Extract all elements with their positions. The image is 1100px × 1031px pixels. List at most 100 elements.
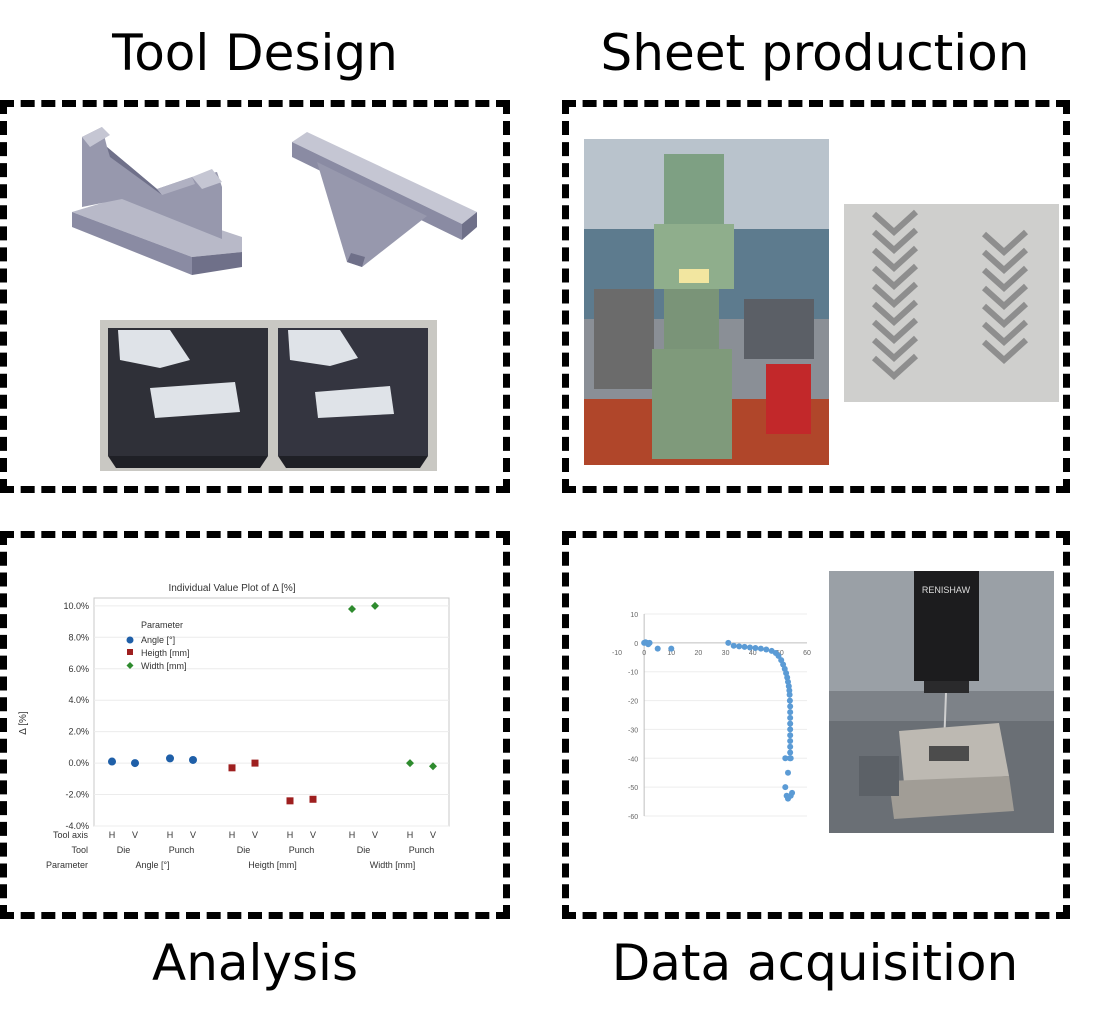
legend-marker-height xyxy=(127,649,133,655)
data-point xyxy=(775,652,782,659)
y-tick-label: 0.0% xyxy=(68,758,89,768)
analysis-panel: Individual Value Plot of Δ [%] Δ [%] 10.… xyxy=(0,531,510,919)
y-tick-label: 6.0% xyxy=(68,664,89,674)
data-point xyxy=(406,759,414,768)
row-label-tool: Tool xyxy=(71,845,88,855)
tool-axis-label: H xyxy=(349,830,356,840)
data-point xyxy=(654,645,661,652)
tool-label: Punch xyxy=(289,845,315,855)
y-tick-label: 8.0% xyxy=(68,632,89,642)
cad-punch-model-image xyxy=(292,132,477,267)
tool-axis-label: V xyxy=(190,830,196,840)
data-point xyxy=(736,643,743,650)
legend-title: Parameter xyxy=(141,620,183,630)
tool-design-title: Tool Design xyxy=(112,24,398,82)
bent-sheets-photo xyxy=(844,204,1059,402)
data-acquisition-panel: 100-10-20-30-40-50-60 -100102030405060 R… xyxy=(562,531,1070,919)
y-tick-label: 4.0% xyxy=(68,695,89,705)
data-point xyxy=(646,639,653,646)
data-point xyxy=(786,687,793,694)
data-point xyxy=(785,769,791,776)
data-point xyxy=(668,645,675,652)
data-point xyxy=(286,797,294,805)
data-point xyxy=(757,645,764,652)
tool-axis-label: V xyxy=(310,830,316,840)
legend-marker-width xyxy=(126,662,134,669)
cad-die-model-image xyxy=(72,127,242,275)
y-tick-label: -10 xyxy=(628,670,638,677)
sheet-production-title: Sheet production xyxy=(600,24,1030,82)
data-point xyxy=(730,642,737,649)
x-tick-label: 60 xyxy=(803,650,811,657)
tool-axis-label: H xyxy=(287,830,294,840)
data-point xyxy=(108,757,116,766)
tool-axis-label: V xyxy=(372,830,378,840)
data-point xyxy=(787,743,794,750)
tool-axis-label: V xyxy=(132,830,138,840)
data-point xyxy=(371,601,379,610)
y-tick-label: 2.0% xyxy=(68,727,89,737)
x-tick-label: 20 xyxy=(695,650,703,657)
data-point xyxy=(752,645,759,652)
data-point xyxy=(787,726,794,733)
y-tick-label: 0 xyxy=(634,641,638,648)
data-point xyxy=(782,755,789,762)
chart-title: Individual Value Plot of Δ [%] xyxy=(168,583,295,594)
y-tick-label: -50 xyxy=(628,785,638,792)
tool-label: Die xyxy=(357,845,371,855)
data-point xyxy=(787,737,794,744)
data-point xyxy=(725,639,732,646)
y-axis-label: Δ [%] xyxy=(18,711,29,735)
data-point xyxy=(782,784,789,791)
x-tick-label: 10 xyxy=(667,650,675,657)
y-tick-label: -30 xyxy=(628,727,638,734)
data-point xyxy=(786,691,793,698)
tool-label: Punch xyxy=(409,845,435,855)
data-point xyxy=(787,749,794,756)
tool-design-panel xyxy=(0,100,510,493)
tool-axis-label: H xyxy=(407,830,414,840)
sheet-production-panel xyxy=(562,100,1070,493)
data-point xyxy=(763,646,770,653)
data-point xyxy=(787,714,794,721)
tool-axis-label: H xyxy=(229,830,236,840)
data-point xyxy=(787,703,794,710)
data-point xyxy=(787,755,794,762)
data-point xyxy=(251,759,259,767)
legend-entry-width: Width [mm] xyxy=(141,661,187,671)
analysis-title: Analysis xyxy=(151,934,358,992)
data-point xyxy=(787,720,794,727)
profile-scatter-plot: 100-10-20-30-40-50-60 -100102030405060 xyxy=(589,606,819,831)
tool-axis-label: H xyxy=(109,830,116,840)
y-tick-label: 10 xyxy=(630,612,638,619)
tool-label: Die xyxy=(237,845,251,855)
probe-brand-logo: RENISHAW xyxy=(922,585,971,595)
data-point xyxy=(747,644,753,651)
data-point xyxy=(786,697,793,704)
x-tick-label: -10 xyxy=(612,650,622,657)
tool-axis-label: V xyxy=(430,830,436,840)
data-point xyxy=(348,605,356,614)
y-tick-label: -40 xyxy=(628,756,638,763)
legend-entry-angle: Angle [°] xyxy=(141,635,175,645)
data-acquisition-title: Data acquisition xyxy=(611,934,1019,992)
cmm-measurement-photo: RENISHAW xyxy=(829,571,1054,833)
printed-tools-photo xyxy=(100,320,437,471)
data-point xyxy=(787,709,794,716)
y-tick-label: -20 xyxy=(628,699,638,706)
x-tick-label: 40 xyxy=(749,650,757,657)
y-tick-label: -2.0% xyxy=(65,790,89,800)
parameter-label: Width [mm] xyxy=(370,860,416,870)
parameter-label: Heigth [mm] xyxy=(248,860,297,870)
y-tick-label: -4.0% xyxy=(65,821,89,831)
x-tick-label: 30 xyxy=(722,650,730,657)
data-point xyxy=(189,755,197,764)
data-point xyxy=(131,759,139,768)
row-label-parameter: Parameter xyxy=(46,860,88,870)
tool-label: Punch xyxy=(169,845,195,855)
data-point xyxy=(787,732,794,739)
data-point xyxy=(741,643,748,650)
data-point xyxy=(429,762,437,771)
tool-axis-label: H xyxy=(167,830,174,840)
parameter-label: Angle [°] xyxy=(135,860,169,870)
